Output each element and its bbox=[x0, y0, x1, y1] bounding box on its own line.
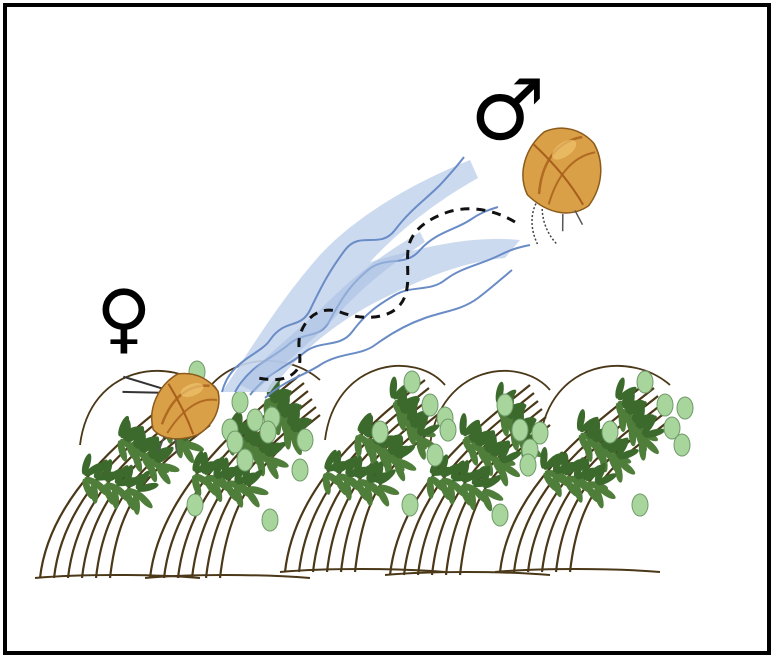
olive-fruit-icon bbox=[187, 494, 203, 516]
female-symbol-icon: ♀ bbox=[96, 280, 152, 356]
olive-fruit-icon bbox=[260, 421, 276, 443]
olive-fruit-icon bbox=[292, 459, 308, 481]
olive-fruit-icon bbox=[402, 494, 418, 516]
olive-fruit-icon bbox=[422, 394, 438, 416]
olive-fruit-icon bbox=[512, 419, 528, 441]
olive-fruit-icon bbox=[262, 509, 278, 531]
olive-fruit-icon bbox=[657, 394, 673, 416]
olive-fruit-icon bbox=[237, 449, 253, 471]
olive-fruit-icon bbox=[674, 434, 690, 456]
olive-fruit-icon bbox=[497, 394, 513, 416]
olive-fruit-icon bbox=[602, 421, 618, 443]
olive-fruit-icon bbox=[440, 419, 456, 441]
olive-fruit-icon bbox=[404, 371, 420, 393]
olive-fruit-icon bbox=[520, 454, 536, 476]
olive-fruit-icon bbox=[232, 391, 248, 413]
male-symbol-icon: ♂ bbox=[470, 68, 545, 152]
olive-fruit-icon bbox=[677, 397, 693, 419]
olive-fruit-icon bbox=[227, 431, 243, 453]
olive-fruit-icon bbox=[492, 504, 508, 526]
olive-fruit-icon bbox=[372, 421, 388, 443]
olive-fruit-icon bbox=[427, 444, 443, 466]
olive-fruit-icon bbox=[637, 371, 653, 393]
olive-fruit-icon bbox=[297, 429, 313, 451]
olive-fruit-icon bbox=[632, 494, 648, 516]
